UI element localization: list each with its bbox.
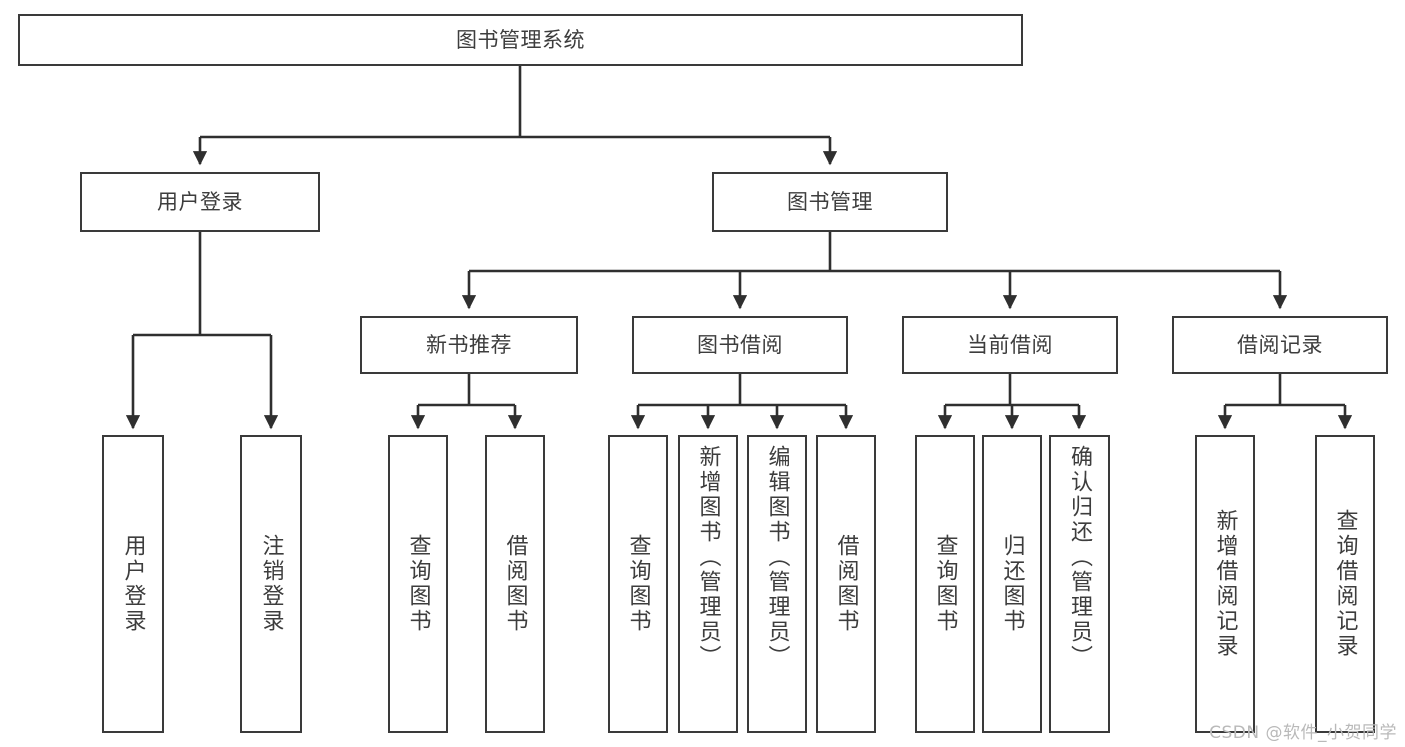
node-leaf-add-book-admin[interactable]: 新增图书（管理员） bbox=[678, 435, 738, 733]
node-book-management[interactable]: 图书管理 bbox=[712, 172, 948, 232]
node-leaf-user-login-label: 用户登录 bbox=[120, 534, 146, 634]
node-borrow-record[interactable]: 借阅记录 bbox=[1172, 316, 1388, 374]
node-leaf-borrow-book-1-label: 借阅图书 bbox=[502, 534, 528, 634]
node-borrow-record-label: 借阅记录 bbox=[1237, 332, 1323, 357]
node-root-label: 图书管理系统 bbox=[456, 27, 585, 52]
node-leaf-edit-book-admin-label: 编辑图书（管理员） bbox=[764, 445, 790, 670]
node-new-book-recommend-label: 新书推荐 bbox=[426, 332, 512, 357]
node-root[interactable]: 图书管理系统 bbox=[18, 14, 1023, 66]
node-leaf-query-borrow-record[interactable]: 查询借阅记录 bbox=[1315, 435, 1375, 733]
node-leaf-query-borrow-record-label: 查询借阅记录 bbox=[1332, 509, 1358, 659]
node-leaf-confirm-return-admin-label: 确认归还（管理员） bbox=[1067, 445, 1093, 670]
node-leaf-return-book[interactable]: 归还图书 bbox=[982, 435, 1042, 733]
node-leaf-query-book-1-label: 查询图书 bbox=[405, 534, 431, 634]
node-current-borrow[interactable]: 当前借阅 bbox=[902, 316, 1118, 374]
node-new-book-recommend[interactable]: 新书推荐 bbox=[360, 316, 578, 374]
node-book-borrow[interactable]: 图书借阅 bbox=[632, 316, 848, 374]
node-leaf-borrow-book-1[interactable]: 借阅图书 bbox=[485, 435, 545, 733]
node-leaf-add-book-admin-label: 新增图书（管理员） bbox=[695, 445, 721, 670]
node-book-borrow-label: 图书借阅 bbox=[697, 332, 783, 357]
node-leaf-logout-login[interactable]: 注销登录 bbox=[240, 435, 302, 733]
node-leaf-query-book-3[interactable]: 查询图书 bbox=[915, 435, 975, 733]
node-leaf-borrow-book-2-label: 借阅图书 bbox=[833, 534, 859, 634]
node-leaf-logout-login-label: 注销登录 bbox=[258, 534, 284, 634]
node-leaf-query-book-2[interactable]: 查询图书 bbox=[608, 435, 668, 733]
node-leaf-query-book-1[interactable]: 查询图书 bbox=[388, 435, 448, 733]
node-leaf-borrow-book-2[interactable]: 借阅图书 bbox=[816, 435, 876, 733]
node-user-login-label: 用户登录 bbox=[157, 189, 243, 214]
node-leaf-add-borrow-record[interactable]: 新增借阅记录 bbox=[1195, 435, 1255, 733]
node-leaf-edit-book-admin[interactable]: 编辑图书（管理员） bbox=[747, 435, 807, 733]
node-user-login[interactable]: 用户登录 bbox=[80, 172, 320, 232]
node-book-management-label: 图书管理 bbox=[787, 189, 873, 214]
node-leaf-query-book-3-label: 查询图书 bbox=[932, 534, 958, 634]
node-leaf-query-book-2-label: 查询图书 bbox=[625, 534, 651, 634]
node-leaf-user-login[interactable]: 用户登录 bbox=[102, 435, 164, 733]
node-current-borrow-label: 当前借阅 bbox=[967, 332, 1053, 357]
csdn-watermark: CSDN @软件_小贺同学 bbox=[1209, 723, 1397, 743]
node-leaf-confirm-return-admin[interactable]: 确认归还（管理员） bbox=[1049, 435, 1110, 733]
node-leaf-return-book-label: 归还图书 bbox=[999, 534, 1025, 634]
node-leaf-add-borrow-record-label: 新增借阅记录 bbox=[1212, 509, 1238, 659]
